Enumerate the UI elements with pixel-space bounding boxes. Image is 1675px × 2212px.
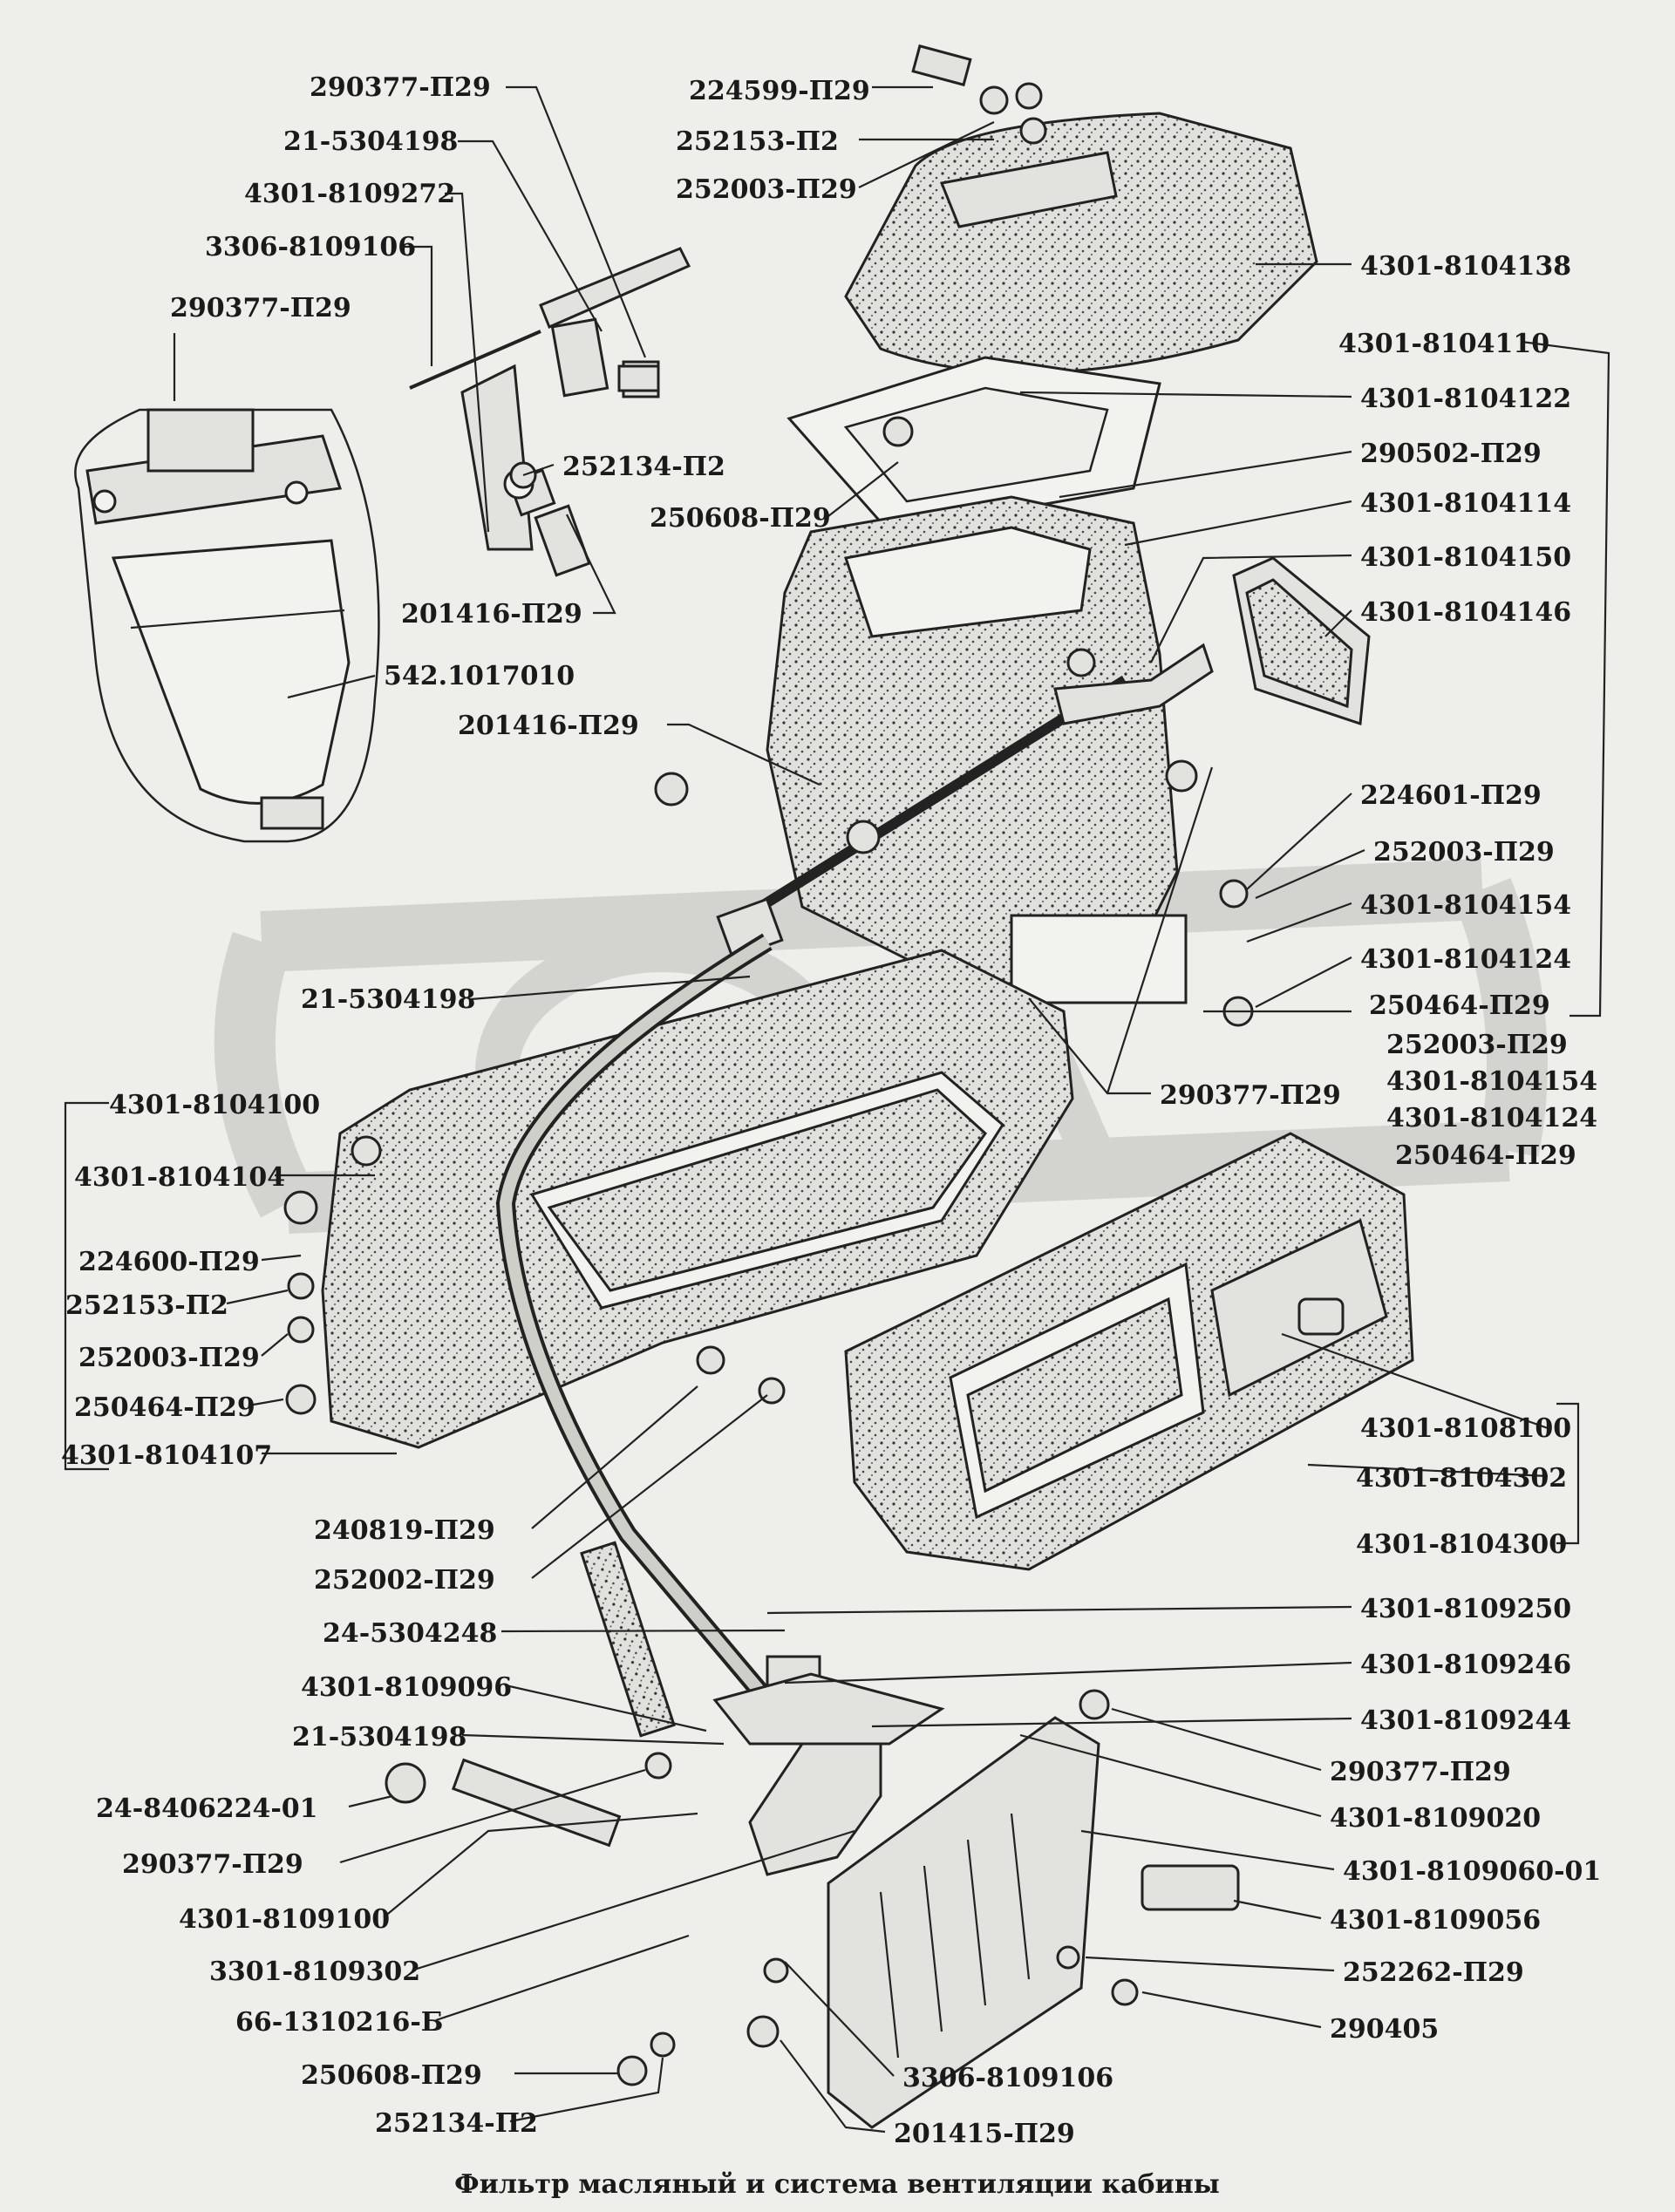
part-label: 4301-8109246 <box>1360 1650 1571 1680</box>
part-label: 4301-8104124 <box>1360 944 1571 975</box>
part-label: 3306-8109106 <box>902 2063 1113 2093</box>
part-label: 252134-П2 <box>375 2108 538 2139</box>
part-label: 4301-8104154 <box>1360 890 1571 921</box>
bowden-cable <box>495 933 775 1738</box>
part-label: 4301-8104107 <box>61 1440 272 1471</box>
part-label: 4301-8109272 <box>244 179 455 209</box>
part-label: 250464-П29 <box>1369 990 1550 1021</box>
part-label: 290377-П29 <box>1330 1757 1511 1787</box>
part-label: 252003-П29 <box>1373 837 1555 868</box>
part-label: 252003-П29 <box>676 174 857 205</box>
part-label: 4301-8104100 <box>109 1090 320 1120</box>
part-label: 224601-П29 <box>1360 780 1542 811</box>
part-label: 252134-П2 <box>562 452 725 482</box>
part-label: 66-1310216-Б <box>235 2007 443 2038</box>
part-label: 290377-П29 <box>1160 1080 1341 1111</box>
part-label: 290377-П29 <box>310 72 491 103</box>
part-label: 290377-П29 <box>122 1849 303 1880</box>
part-label: 4301-8109244 <box>1360 1705 1571 1736</box>
part-label: 4301-8104154 <box>1386 1066 1597 1097</box>
part-label: 224599-П29 <box>689 76 870 106</box>
part-label: 4301-8109060-01 <box>1343 1856 1601 1887</box>
part-label: 290502-П29 <box>1360 439 1542 469</box>
part-label: 542.1017010 <box>384 661 575 691</box>
part-label: 252003-П29 <box>78 1343 260 1373</box>
flap-plate <box>1232 556 1371 726</box>
control-panel <box>712 1655 1100 2129</box>
part-label: 4301-8109100 <box>179 1904 390 1935</box>
part-label: 252153-П2 <box>65 1290 228 1321</box>
part-label: 4301-8104300 <box>1356 1529 1567 1560</box>
part-label: 4301-8104150 <box>1360 542 1571 573</box>
part-label: 4301-8109250 <box>1360 1594 1571 1624</box>
part-label: 290405 <box>1330 2014 1439 2045</box>
part-label: 4301-8104302 <box>1356 1463 1567 1494</box>
part-label: 201416-П29 <box>401 599 582 630</box>
part-label: 252003-П29 <box>1386 1030 1568 1060</box>
part-label: 252153-П2 <box>676 126 839 157</box>
part-label: 4301-8104114 <box>1360 488 1571 519</box>
part-number-labels: 290377-П29 21-5304198 4301-8109272 3306-… <box>61 72 1601 2149</box>
part-label: 24-8406224-01 <box>96 1793 318 1824</box>
part-label: 201415-П29 <box>894 2119 1075 2149</box>
part-label: 250608-П29 <box>301 2060 482 2091</box>
part-label: 4301-8104146 <box>1360 597 1571 628</box>
part-label: 21-5304198 <box>283 126 458 157</box>
part-label: 240819-П29 <box>314 1515 495 1546</box>
part-label: 4301-8104138 <box>1360 251 1571 282</box>
part-label: 24-5304248 <box>323 1618 497 1649</box>
oil-filter-assembly <box>74 408 380 843</box>
part-label: 21-5304198 <box>301 984 475 1015</box>
cable-bracket-small <box>409 247 691 551</box>
ventilation-cover <box>844 44 1318 375</box>
part-label: 252262-П29 <box>1343 1957 1524 1988</box>
part-label: 4301-8104124 <box>1386 1103 1597 1133</box>
part-label: 3301-8109302 <box>209 1957 420 1987</box>
part-label: 290377-П29 <box>170 293 351 323</box>
part-label: 224600-П29 <box>78 1247 260 1277</box>
leader-lines <box>64 85 1610 2134</box>
part-label: 4301-8109056 <box>1330 1905 1541 1936</box>
part-label: 201416-П29 <box>458 711 639 741</box>
part-label: 21-5304198 <box>292 1722 466 1753</box>
part-label: 4301-8108100 <box>1360 1413 1571 1444</box>
part-label: 3306-8109106 <box>205 232 416 262</box>
part-label: 4301-8109096 <box>301 1672 512 1703</box>
heater-box <box>844 1132 1414 1571</box>
part-label: 250464-П29 <box>1395 1140 1576 1171</box>
air-duct-body <box>321 949 1074 1449</box>
part-label: 4301-8109020 <box>1330 1803 1541 1834</box>
part-label: 250464-П29 <box>74 1392 255 1423</box>
part-label: 4301-8104122 <box>1360 384 1571 414</box>
part-label: 250608-П29 <box>650 503 831 534</box>
cover-gasket <box>786 356 1161 534</box>
diagram-caption: Фильтр масляный и система вентиляции каб… <box>454 2169 1220 2200</box>
part-label: 252002-П29 <box>314 1565 495 1596</box>
part-label: 4301-8104110 <box>1338 329 1549 359</box>
part-label: 4301-8104104 <box>74 1162 285 1193</box>
